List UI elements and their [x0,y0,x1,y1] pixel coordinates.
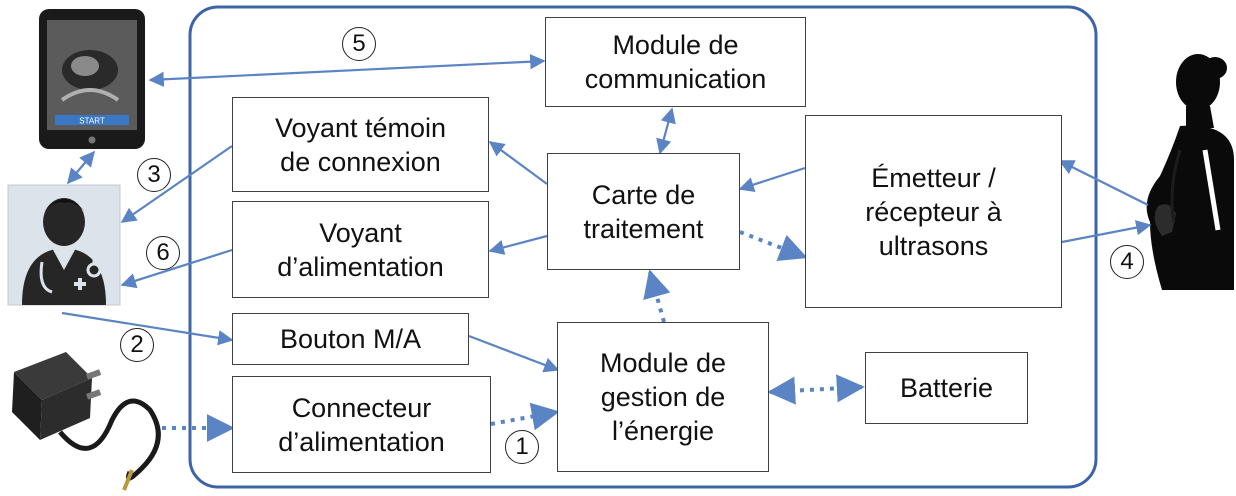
bouton-box: Bouton M/A [232,313,469,365]
arrow-emetteur-carte [738,166,806,193]
emetteur-recepteur-box: Émetteur / récepteur à ultrasons [805,115,1062,308]
bouton-label: Bouton M/A [279,324,422,354]
voyant-alimentation-box: Voyant d’alimentation [232,201,489,298]
arrow-energie-carte-dotted [643,269,671,323]
arrow-voyant-connexion-doctor [120,145,233,223]
pregnant-woman-icon [1146,54,1234,290]
device-frame [188,5,1098,489]
carte-traitement-label: Carte de traitement [583,179,704,244]
marker-4: 4 [1110,245,1144,279]
arrow-tablet-doctor [67,150,95,185]
arrow-voyant-alimentation-doctor [120,248,233,289]
batterie-box: Batterie [865,352,1028,424]
arrow-doctor-bouton [61,311,234,346]
arrow-connecteur-energie-dotted [490,402,560,431]
marker-6: 6 [146,236,180,270]
tablet-icon: START [39,9,145,149]
arrow-communication-carte [656,107,676,155]
batterie-label: Batterie [899,373,994,403]
module-communication-label: Module de communication [584,30,767,94]
marker-3: 3 [137,158,171,192]
marker-2: 2 [120,328,154,362]
tablet-start-button [55,115,129,125]
arrow-carte-voyant-alimentation [488,234,548,255]
arrow-bouton-energie [468,334,560,373]
module-energie-label: Module de gestion de l’énergie [599,348,727,446]
charger-icon [12,352,161,491]
carte-traitement-box: Carte de traitement [547,153,740,270]
arrow-tablet-communication [148,53,546,88]
marker-1: 1 [505,430,539,464]
marker-5: 5 [342,27,376,61]
connecteur-box: Connecteur d’alimentation [232,376,491,473]
arrow-carte-voyant-connexion [488,141,548,185]
voyant-alimentation-label: Voyant d’alimentation [277,217,444,282]
emetteur-recepteur-label: Émetteur / récepteur à ultrasons [865,162,1002,261]
doctor-icon [7,184,121,306]
arrow-energie-batterie-dotted [767,374,865,405]
arrow-woman-emetteur [1061,220,1152,244]
module-energie-box: Module de gestion de l’énergie [557,322,769,472]
module-communication-box: Module de communication [545,17,806,107]
arrow-emetteur-woman [1058,160,1149,206]
voyant-connexion-box: Voyant témoin de connexion [232,97,489,192]
connecteur-label: Connecteur d’alimentation [278,392,445,457]
tablet-start-label: START [79,117,105,126]
voyant-connexion-label: Voyant témoin de connexion [274,112,447,177]
arrow-carte-emetteur-dotted [739,230,808,262]
